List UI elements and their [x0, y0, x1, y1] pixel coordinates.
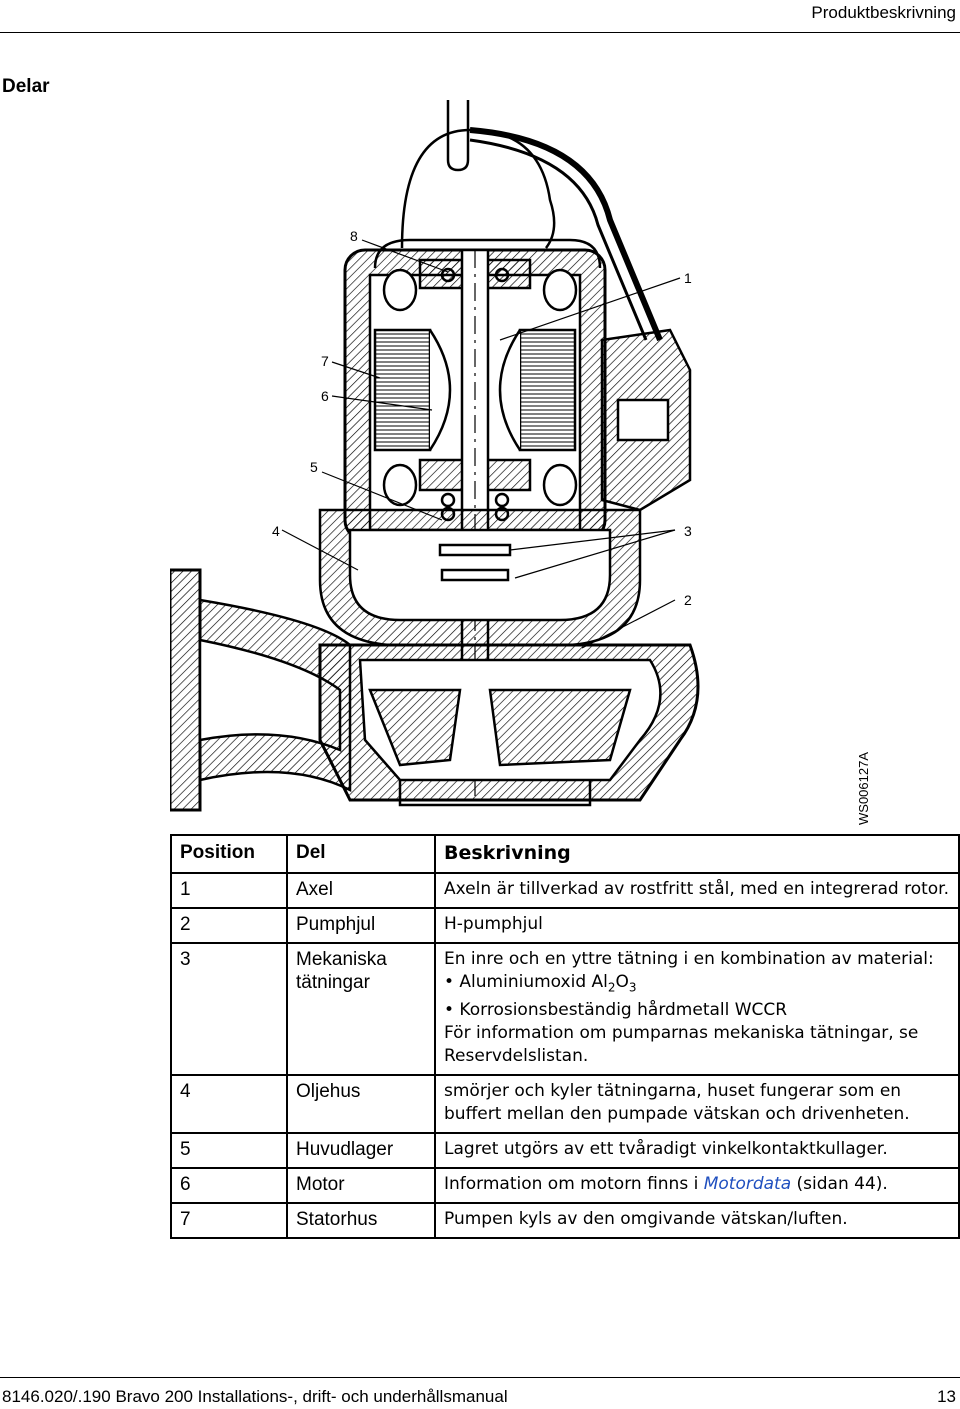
- row-description: Lagret utgörs av ett tvåradigt vinkelkon…: [434, 1132, 960, 1170]
- footer-doc-title: 8146.020/.190 Bravo 200 Installations-, …: [2, 1387, 508, 1406]
- section-title: Delar: [2, 76, 50, 97]
- seal-bullet-alumina: • Aluminiumoxid Al2O3: [444, 971, 950, 999]
- table-row: 7 Statorhus Pumpen kyls av den omgivande…: [170, 1202, 960, 1240]
- callout-4: 4: [272, 523, 280, 539]
- table-row: 2 Pumphjul H-pumphjul: [170, 907, 960, 944]
- callout-3: 3: [684, 523, 692, 539]
- table-header-row: Position Del Beskrivning: [170, 834, 960, 874]
- row-description: H-pumphjul: [434, 907, 960, 944]
- callout-6: 6: [321, 388, 329, 404]
- motordata-link[interactable]: Motordata: [703, 1174, 792, 1195]
- row-part: Pumphjul: [286, 907, 436, 944]
- pump-cross-section-figure: 8 1 7 6 5 4 3 2 WS006127A: [168, 100, 890, 825]
- row-position: 4: [170, 1074, 288, 1135]
- table-row: 6 Motor Information om motorn finns i Mo…: [170, 1167, 960, 1205]
- seal-bullet-wccr: • Korrosionsbeständig hårdmetall WCCR: [444, 1000, 788, 1021]
- row-description: Axeln är tillverkad av rostfritt stål, m…: [434, 872, 960, 909]
- footer-rule: [0, 1377, 960, 1378]
- table-row: 5 Huvudlager Lagret utgörs av ett tvårad…: [170, 1132, 960, 1170]
- row-description: Pumpen kyls av den omgivande vätskan/luf…: [434, 1202, 960, 1240]
- row-position: 7: [170, 1202, 288, 1240]
- header-section-name: Produktbeskrivning: [811, 3, 956, 22]
- row-position: 6: [170, 1167, 288, 1205]
- callout-7: 7: [321, 353, 329, 369]
- row-part: Axel: [286, 872, 436, 909]
- table-row: 4 Oljehus smörjer och kyler tätningarna,…: [170, 1074, 960, 1135]
- seal-bullet-alumina-prefix: • Aluminiumoxid Al: [444, 972, 608, 992]
- callout-2: 2: [684, 592, 692, 608]
- row-description: Information om motorn finns i Motordata …: [434, 1167, 960, 1205]
- row-position: 2: [170, 907, 288, 944]
- col-header-del: Del: [286, 834, 436, 874]
- row-position: 1: [170, 872, 288, 909]
- callout-5: 5: [310, 459, 318, 475]
- table-row: 3 Mekaniska tätningar En inre och en ytt…: [170, 941, 960, 1077]
- row-part: Oljehus: [286, 1074, 436, 1135]
- motor-desc-prefix: Information om motorn finns i: [444, 1174, 704, 1195]
- header-rule: [0, 32, 960, 33]
- seal-bullet-alumina-o: O: [615, 972, 629, 992]
- subscript-3: 3: [628, 980, 637, 995]
- pump-drawing: [168, 100, 700, 812]
- figure-id: WS006127A: [856, 752, 871, 825]
- callout-1: 1: [684, 270, 692, 286]
- col-header-position: Position: [170, 834, 288, 874]
- row-position: 5: [170, 1132, 288, 1170]
- lift-hook: [446, 100, 470, 172]
- footer-page-number: 13: [937, 1387, 956, 1406]
- row-position: 3: [170, 941, 288, 1077]
- callout-8: 8: [350, 228, 358, 244]
- row-description: En inre och en yttre tätning i en kombin…: [434, 941, 960, 1077]
- row-part: Mekaniska tätningar: [286, 941, 436, 1077]
- col-header-beskrivning: Beskrivning: [434, 834, 960, 874]
- subscript-2: 2: [607, 980, 616, 995]
- seal-outro-text: För information om pumparnas mekaniska t…: [444, 1023, 919, 1067]
- motor-desc-suffix: (sidan 44).: [791, 1174, 888, 1195]
- table-row: 1 Axel Axeln är tillverkad av rostfritt …: [170, 872, 960, 909]
- row-part: Huvudlager: [286, 1132, 436, 1170]
- row-description: smörjer och kyler tätningarna, huset fun…: [434, 1074, 960, 1135]
- seal-intro-text: En inre och en yttre tätning i en kombin…: [444, 949, 934, 969]
- row-part: Motor: [286, 1167, 436, 1205]
- parts-table: Position Del Beskrivning 1 Axel Axeln är…: [170, 834, 960, 1240]
- row-part: Statorhus: [286, 1202, 436, 1240]
